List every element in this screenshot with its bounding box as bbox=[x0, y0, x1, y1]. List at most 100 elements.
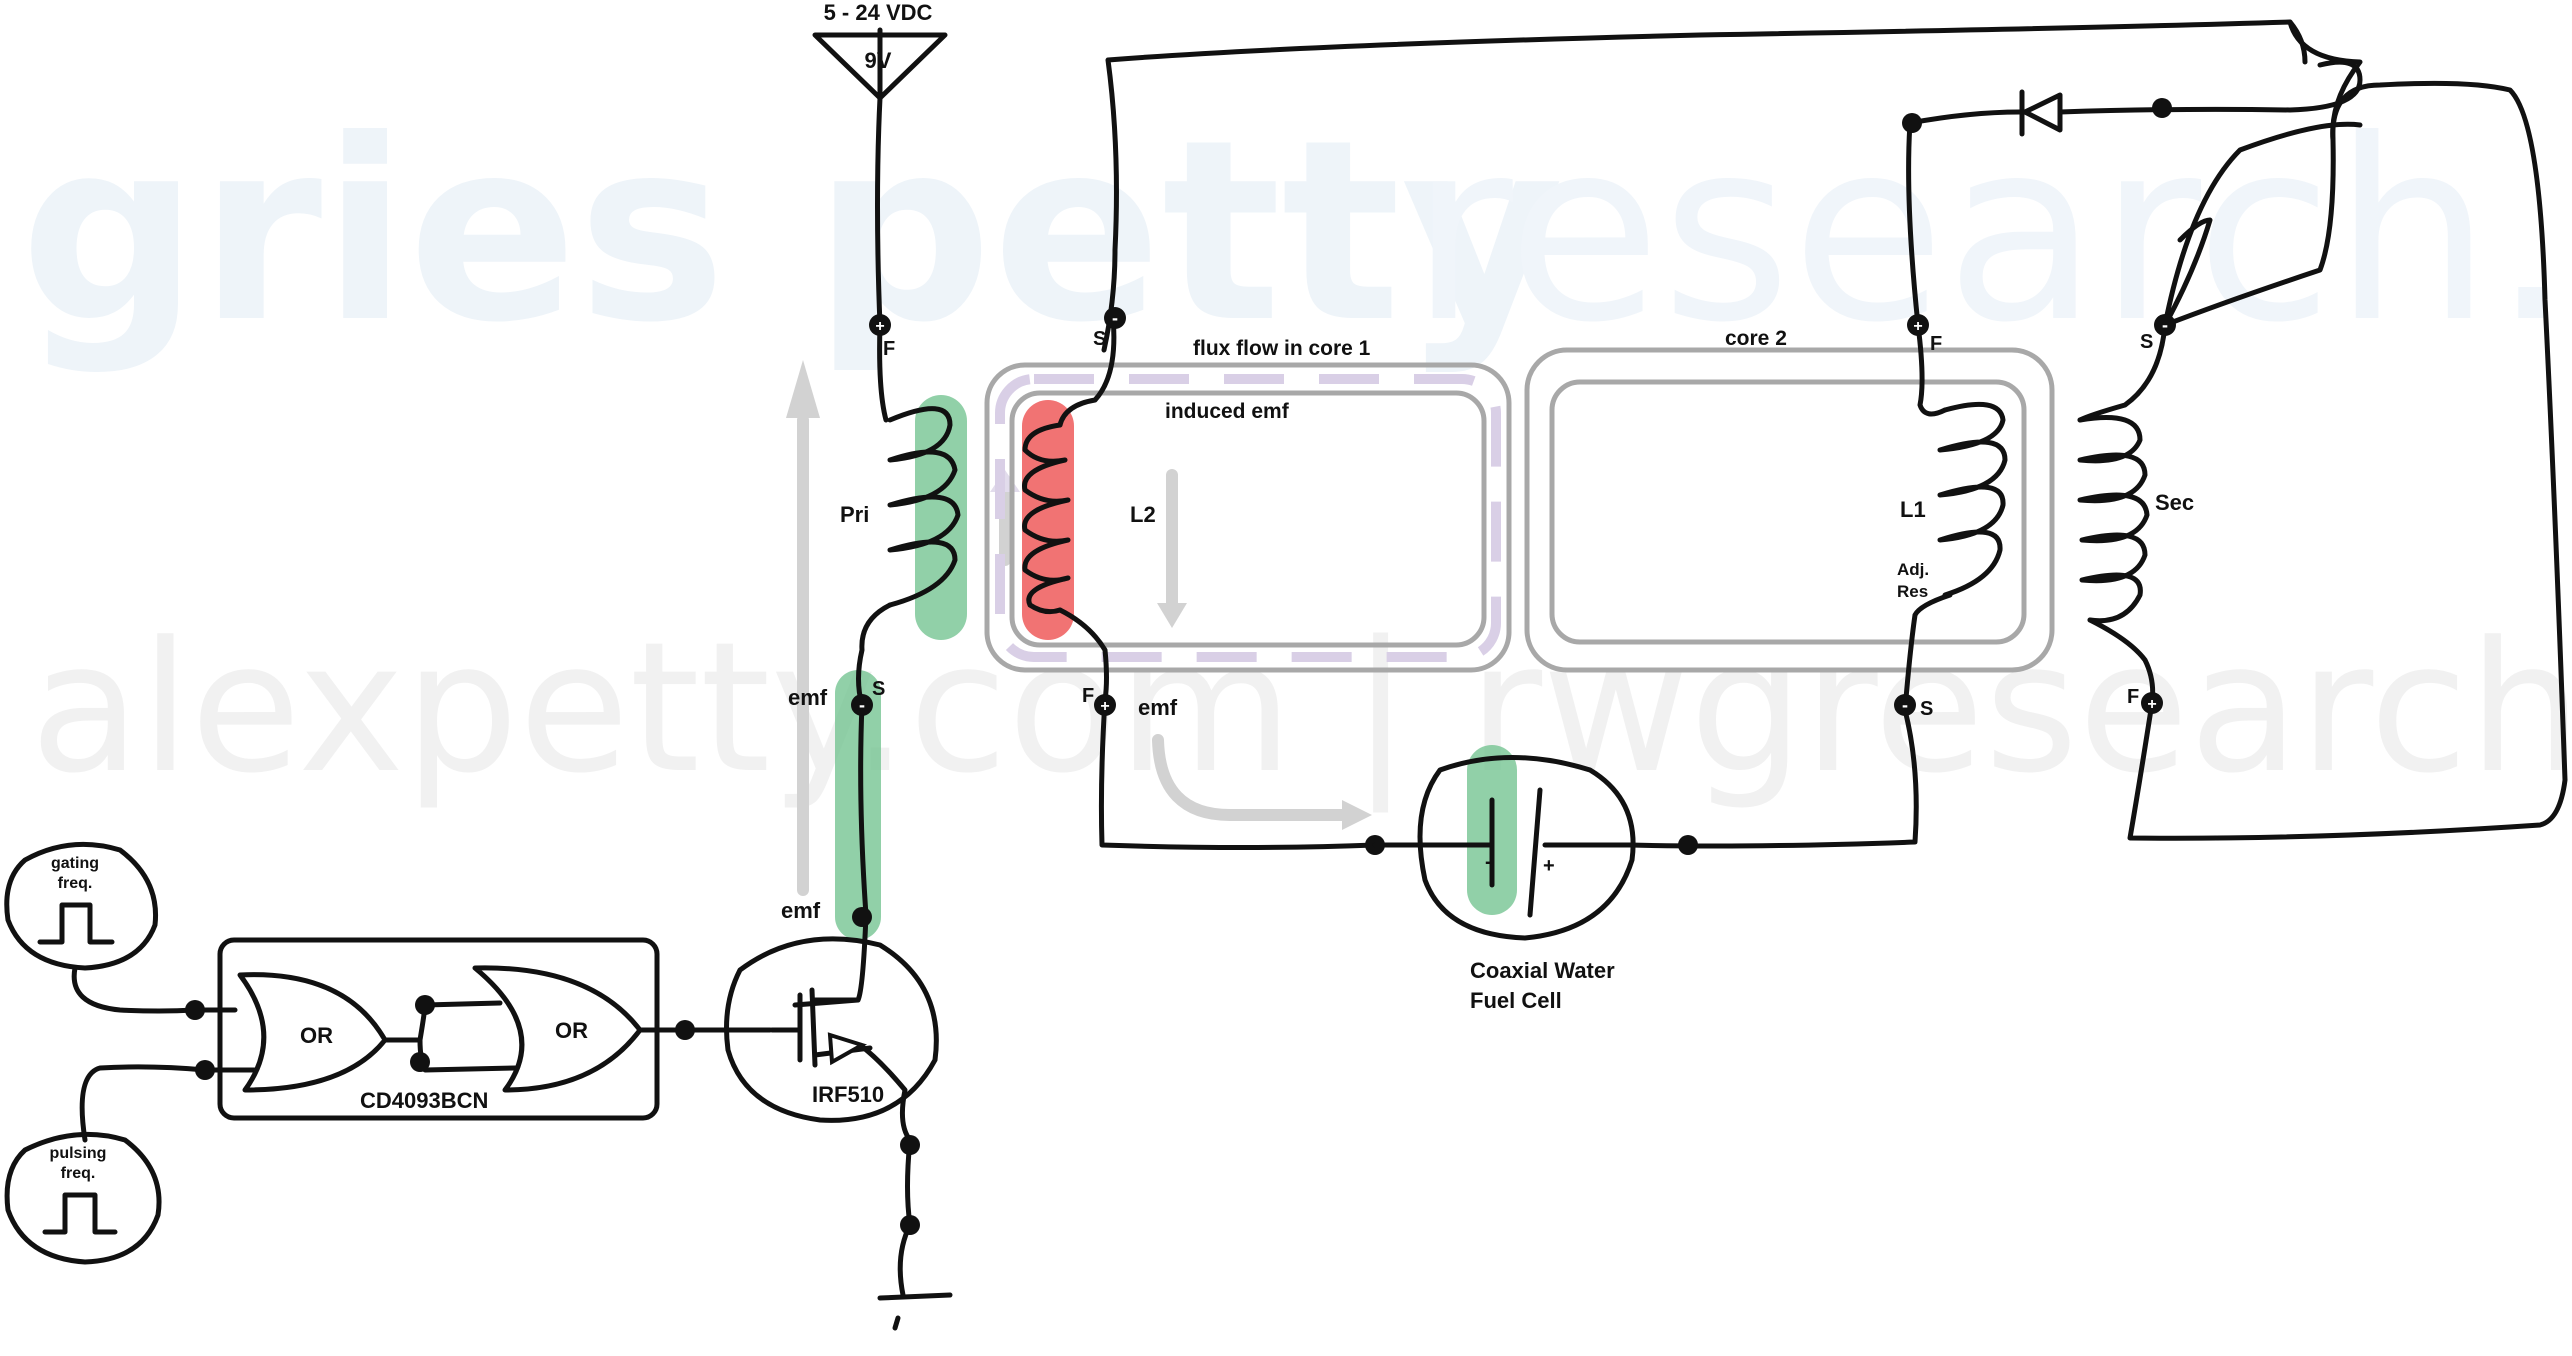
l2-f-plus: + bbox=[1100, 698, 1109, 715]
emf-upper-label: emf bbox=[788, 685, 828, 710]
fuelcell-minus: - bbox=[1485, 851, 1492, 873]
sec-f-label: F bbox=[2127, 686, 2139, 708]
pri-f-label: F bbox=[883, 338, 895, 360]
primary-winding bbox=[887, 406, 961, 608]
core-2 bbox=[1524, 347, 2055, 673]
node-or-link-top bbox=[415, 995, 435, 1015]
wire-or1-or2-bottom bbox=[417, 1037, 518, 1073]
sec-s-terminal bbox=[2154, 314, 2176, 336]
node-gate-in2 bbox=[195, 1060, 215, 1080]
l1-s-label: S bbox=[1920, 698, 1933, 720]
emf-right-label: emf bbox=[1138, 695, 1178, 720]
wire-outer-right bbox=[2127, 80, 2568, 841]
pulsing-circle bbox=[4, 1131, 162, 1265]
wire-l1-up-diode bbox=[1906, 109, 2023, 328]
chip-box bbox=[217, 937, 660, 1121]
pulsing-pulse-icon bbox=[42, 1192, 118, 1235]
gating-label-1: gating bbox=[51, 855, 99, 872]
wire-l2-bottom bbox=[1057, 607, 1109, 703]
fuelcell-label-1: Coaxial Water bbox=[1470, 958, 1615, 983]
watermark-line2: alexpetty.com | rwgresearch.com bbox=[30, 604, 2572, 813]
l2-coil: L2 bbox=[1022, 422, 1156, 615]
core-1 bbox=[984, 362, 1512, 673]
mosfet-gate-plate bbox=[769, 992, 803, 1063]
fuelcell-plate-pos bbox=[1527, 787, 1543, 918]
emf-right-arrow bbox=[1152, 734, 1351, 821]
ground-bar bbox=[877, 1292, 953, 1301]
or-gate-1 bbox=[237, 972, 388, 1093]
node-diode-right bbox=[2152, 98, 2172, 118]
emf-right-arrow-head bbox=[1342, 800, 1372, 830]
l1-s-minus: - bbox=[1902, 695, 1908, 715]
mosfet-arrow bbox=[827, 1032, 867, 1066]
node-source-2 bbox=[900, 1215, 920, 1235]
wire-sec-bottom bbox=[2087, 617, 2156, 706]
adj-res-label-2: Res bbox=[1897, 582, 1928, 601]
pri-s-minus: - bbox=[859, 695, 865, 715]
fuelcell-plus: + bbox=[1543, 855, 1555, 877]
primary-coil: Pri bbox=[840, 406, 961, 608]
l2-f-terminal bbox=[1094, 694, 1116, 716]
wire-supply-primary bbox=[875, 95, 889, 423]
pri-s-terminal bbox=[851, 694, 873, 716]
fuel-cell: - + Coaxial Water Fuel Cell bbox=[1372, 755, 1636, 1013]
fuelcell-label-2: Fuel Cell bbox=[1470, 988, 1562, 1013]
mosfet-body bbox=[724, 936, 939, 1123]
wire-top-loop bbox=[2162, 19, 2363, 328]
wire-or1-or2-top bbox=[382, 1000, 503, 1043]
mosfet-label: IRF510 bbox=[812, 1082, 884, 1107]
l2-winding bbox=[1022, 422, 1071, 615]
l2-f-label: F bbox=[1082, 685, 1094, 707]
node-source-1 bbox=[900, 1135, 920, 1155]
wire-l2-coilconnect bbox=[1057, 315, 1117, 428]
l2-s-label: S bbox=[1093, 328, 1106, 350]
s-wire-green-highlight bbox=[835, 670, 881, 940]
terminals: + F - S - S + F + F - S - S + F bbox=[851, 307, 2176, 720]
or-gate-2 bbox=[472, 965, 643, 1093]
wire-l1-top bbox=[1915, 322, 1948, 417]
power-supply: 5 - 24 VDC 9V bbox=[812, 0, 948, 101]
pri-f-plus: + bbox=[875, 318, 884, 335]
secondary-label: Sec bbox=[2155, 490, 2194, 515]
induced-emf-arrow-head bbox=[1157, 603, 1187, 628]
adj-res-label-1: Adj. bbox=[1897, 560, 1929, 579]
wire-l2-top bbox=[1101, 19, 2308, 353]
sec-f-plus: + bbox=[2147, 696, 2156, 713]
sec-s-label: S bbox=[2140, 331, 2153, 353]
core1-outer bbox=[984, 362, 1512, 673]
wire-s-drain bbox=[792, 702, 869, 1008]
node-fuelcell-right bbox=[1678, 835, 1698, 855]
mosfet-channel bbox=[809, 987, 818, 1068]
mosfet: IRF510 bbox=[724, 936, 939, 1123]
core2-outer bbox=[1524, 347, 2055, 673]
primary-label: Pri bbox=[840, 502, 869, 527]
core2-inner bbox=[1549, 379, 2027, 645]
or-gate-1-label: OR bbox=[300, 1023, 333, 1048]
diode bbox=[2019, 89, 2063, 137]
node-or-link-bottom bbox=[410, 1052, 430, 1072]
emf-lower-label: emf bbox=[781, 898, 821, 923]
l1-f-label: F bbox=[1930, 333, 1942, 355]
secondary-coil: Sec bbox=[2077, 415, 2194, 624]
primary-green-highlight bbox=[915, 395, 967, 640]
l1-f-plus: + bbox=[1913, 318, 1922, 335]
fuelcell-body bbox=[1417, 755, 1636, 941]
watermark-line1-a: gries petty bbox=[20, 86, 1564, 377]
core1-label: flux flow in core 1 bbox=[1193, 337, 1371, 360]
watermark-line1-b: research.:: bbox=[1410, 86, 2572, 377]
node-or2-out bbox=[675, 1020, 695, 1040]
ground-stem bbox=[892, 1315, 901, 1331]
gating-circle bbox=[4, 841, 159, 971]
pulsing-generator: pulsing freq. bbox=[4, 1131, 162, 1265]
watermark: gries petty research.:: alexpetty.com | … bbox=[20, 86, 2572, 813]
pulsing-label-1: pulsing bbox=[50, 1145, 107, 1162]
l2-s-minus: - bbox=[1112, 308, 1118, 328]
wire-gating-or bbox=[71, 965, 238, 1014]
supply-triangle bbox=[812, 32, 948, 101]
wire-pulsing-or bbox=[79, 1064, 258, 1143]
node-drain bbox=[852, 907, 872, 927]
l1-label: L1 bbox=[1900, 497, 1926, 522]
wire-l1-bottom bbox=[1902, 592, 1953, 713]
